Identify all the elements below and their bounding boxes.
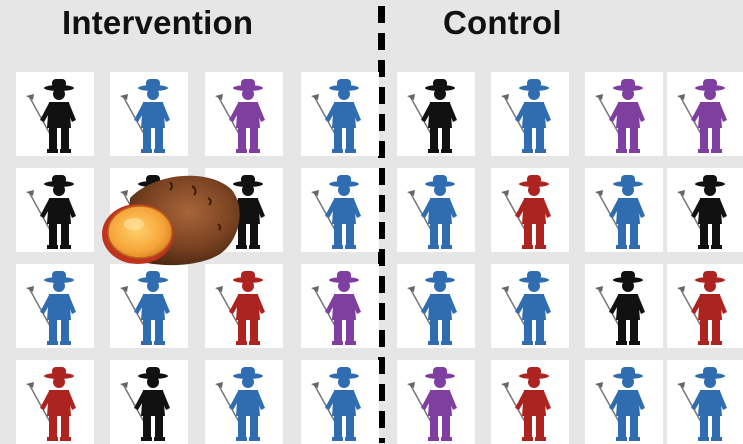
control-farmer-tile bbox=[491, 360, 569, 444]
intervention-farmer-tile bbox=[110, 360, 188, 444]
farmer-icon bbox=[397, 360, 475, 444]
farmer-icon bbox=[491, 168, 569, 252]
farmer-icon bbox=[110, 72, 188, 156]
farmer-icon bbox=[205, 360, 283, 444]
control-farmer-tile bbox=[585, 72, 663, 156]
intervention-farmer-tile bbox=[205, 360, 283, 444]
intervention-farmer-tile bbox=[301, 360, 379, 444]
control-farmer-tile bbox=[585, 264, 663, 348]
farmer-icon bbox=[205, 264, 283, 348]
farmer-icon bbox=[667, 168, 743, 252]
farmer-icon bbox=[110, 360, 188, 444]
intervention-farmer-tile bbox=[301, 168, 379, 252]
intervention-farmer-tile bbox=[16, 72, 94, 156]
control-farmer-tile bbox=[667, 360, 743, 444]
farmer-icon bbox=[491, 264, 569, 348]
intervention-farmer-tile bbox=[110, 264, 188, 348]
farmer-icon bbox=[585, 168, 663, 252]
control-farmer-tile bbox=[667, 168, 743, 252]
control-farmer-tile bbox=[585, 168, 663, 252]
control-farmer-tile bbox=[667, 264, 743, 348]
farmer-icon bbox=[397, 72, 475, 156]
intervention-farmer-tile bbox=[16, 360, 94, 444]
control-farmer-tile bbox=[491, 72, 569, 156]
control-farmer-tile bbox=[397, 72, 475, 156]
farmer-icon bbox=[397, 168, 475, 252]
group-divider bbox=[378, 6, 385, 443]
farmer-icon bbox=[110, 264, 188, 348]
control-label: Control bbox=[443, 4, 562, 42]
control-farmer-tile bbox=[397, 360, 475, 444]
intervention-farmer-tile bbox=[110, 72, 188, 156]
control-farmer-tile bbox=[491, 168, 569, 252]
control-farmer-tile bbox=[491, 264, 569, 348]
farmer-icon bbox=[16, 72, 94, 156]
farmer-icon bbox=[205, 72, 283, 156]
control-farmer-tile bbox=[667, 72, 743, 156]
control-farmer-tile bbox=[585, 360, 663, 444]
farmer-icon bbox=[16, 264, 94, 348]
intervention-farmer-tile bbox=[16, 264, 94, 348]
intervention-farmer-tile bbox=[301, 72, 379, 156]
farmer-icon bbox=[585, 360, 663, 444]
control-farmer-tile bbox=[397, 264, 475, 348]
farmer-icon bbox=[667, 360, 743, 444]
farmer-icon bbox=[491, 360, 569, 444]
farmer-icon bbox=[585, 264, 663, 348]
intervention-farmer-tile bbox=[301, 264, 379, 348]
farmer-icon bbox=[397, 264, 475, 348]
intervention-farmer-tile bbox=[205, 264, 283, 348]
intervention-farmer-tile bbox=[16, 168, 94, 252]
farmer-icon bbox=[667, 72, 743, 156]
control-farmer-tile bbox=[397, 168, 475, 252]
farmer-icon bbox=[301, 360, 379, 444]
farmer-icon bbox=[301, 168, 379, 252]
farmer-icon bbox=[585, 72, 663, 156]
farmer-icon bbox=[667, 264, 743, 348]
farmer-icon bbox=[301, 72, 379, 156]
farmer-icon bbox=[16, 168, 94, 252]
farmer-icon bbox=[301, 264, 379, 348]
farmer-icon bbox=[491, 72, 569, 156]
sweet-potato-icon bbox=[100, 168, 242, 272]
farmer-icon bbox=[16, 360, 94, 444]
intervention-label: Intervention bbox=[62, 4, 253, 42]
intervention-farmer-tile bbox=[205, 72, 283, 156]
